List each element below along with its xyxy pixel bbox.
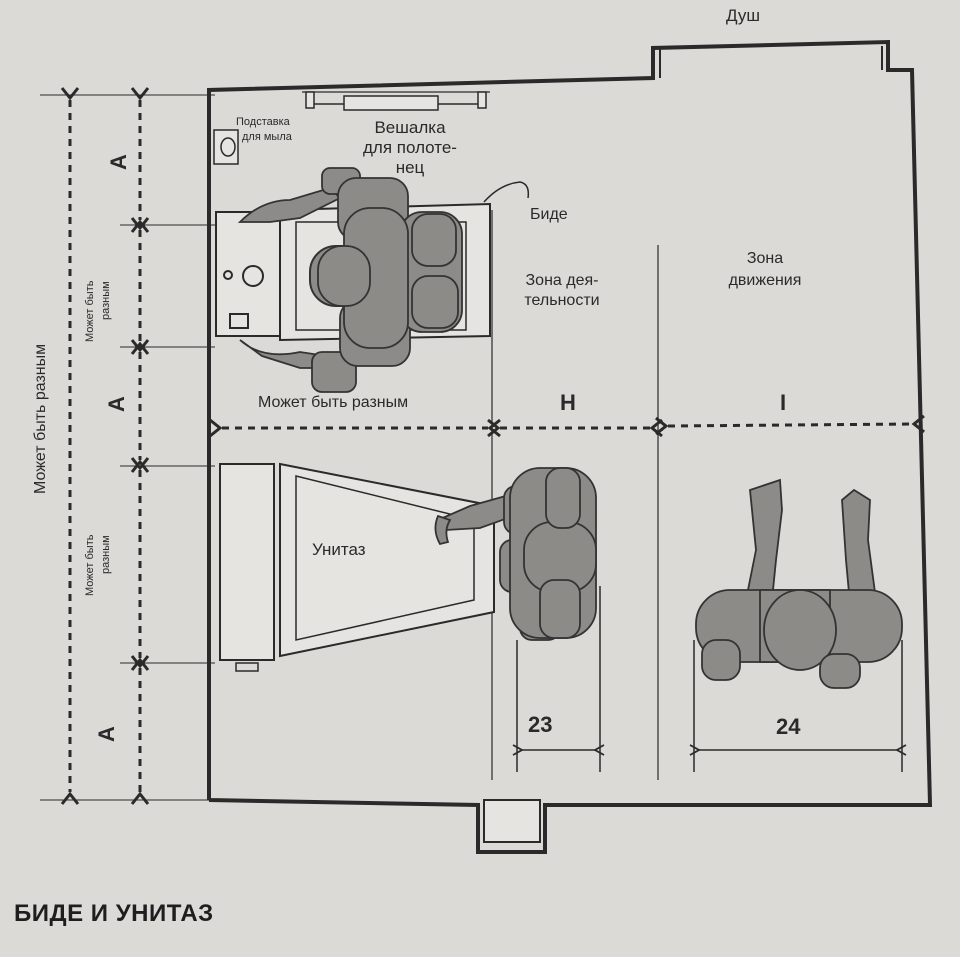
dimension-h-label: H xyxy=(560,390,576,415)
may-vary-lower-label-line1: Может быть xyxy=(84,534,96,596)
vertical-dimensions xyxy=(60,87,150,805)
may-vary-horizontal-label: Может быть разным xyxy=(258,394,409,411)
soap-holder xyxy=(213,129,239,165)
soap-holder-label-line1: Подставка xyxy=(236,116,290,128)
movement-person-figure xyxy=(695,478,903,689)
body-dimensions xyxy=(517,586,902,772)
soap-holder-label-line2: для мыла xyxy=(242,131,292,143)
activity-zone-label-line2: тельности xyxy=(524,292,600,309)
movement-zone-label-line1: Зона xyxy=(746,250,784,267)
towel-rail xyxy=(302,91,490,111)
dimension-24-label: 24 xyxy=(776,714,801,739)
dimension-a-bottom-label: A xyxy=(94,726,119,742)
shower-label: Душ xyxy=(726,6,761,25)
may-vary-upper-label-line1: Может быть xyxy=(84,280,96,342)
towel-rail-label-line2: для полоте- xyxy=(363,138,457,157)
dimension-23-label: 23 xyxy=(528,712,553,737)
bidet-person-figure xyxy=(237,167,463,393)
may-vary-lower-label-line2: разным xyxy=(100,535,112,574)
dimension-i-label: I xyxy=(780,390,787,415)
figure-caption: БИДЕ И УНИТАЗ xyxy=(14,900,214,927)
toilet-label: Унитаз xyxy=(312,540,366,559)
door-step xyxy=(483,799,541,843)
room-walls xyxy=(207,39,933,854)
toilet-person-figure xyxy=(434,467,597,641)
towel-rail-label-line1: Вешалка xyxy=(374,118,446,137)
activity-zone-label-line1: Зона дея- xyxy=(525,272,599,289)
bidet-label: Биде xyxy=(530,206,568,223)
reference-lines xyxy=(40,94,215,801)
may-vary-upper-label-line2: разным xyxy=(100,281,112,320)
bidet-leader-line xyxy=(483,181,530,203)
dimension-a-top-label: A xyxy=(106,154,131,170)
may-vary-outer-label: Может быть разным xyxy=(32,343,49,494)
toilet-fixture xyxy=(219,462,495,672)
dimension-a-mid-label: A xyxy=(104,396,129,412)
zone-dividers xyxy=(491,210,659,780)
movement-zone-label-line2: движения xyxy=(728,272,802,289)
horizontal-dimensions xyxy=(209,414,925,438)
towel-rail-label-line3: нец xyxy=(395,158,425,177)
